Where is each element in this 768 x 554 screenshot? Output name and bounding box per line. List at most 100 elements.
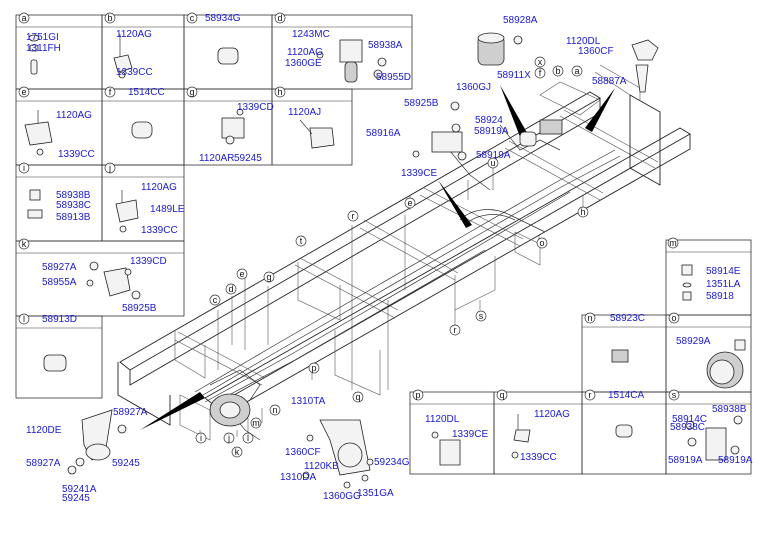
main-label-17: 59245 [62,493,90,504]
panel-p-part-0: 1120DL [425,414,460,425]
location-callout-l: l [242,432,254,444]
main-label-21: 1310DA [280,472,316,483]
location-callout-o: o [536,237,548,249]
location-callout-m: m [250,417,262,429]
panel-g-part-1: 1120AR [199,153,234,164]
location-callout-q: q [352,391,364,403]
location-callout-f: f [534,67,546,79]
panel-p-part-1: 1339CE [452,429,488,440]
main-label-14: 58927A [26,458,61,469]
panel-s-part-1: 58914C [672,414,707,425]
location-callout-t: t [295,235,307,247]
location-callout-e-2: e [404,197,416,209]
panel-d-part-1: 58938A [368,40,403,51]
location-callout-k: k [231,446,243,458]
detail-panels-left [15,14,413,399]
location-callout-i: i [195,432,207,444]
main-label-18: 1310TA [291,396,326,407]
panel-a-callout-letter: a [21,13,26,23]
location-callout-d: d [225,283,237,295]
panel-d-callout: d [274,12,286,24]
main-label-6: 58925B [404,98,439,109]
panel-part-drawings [24,34,746,466]
panel-d-part-0: 1243MC [292,29,330,40]
panel-q-part-0: 1120AG [534,409,570,420]
location-callout-a: a [571,65,583,77]
panel-g-callout: g [186,86,198,98]
main-label-24: 59234G [374,457,410,468]
location-callout-p-letter: p [311,363,316,373]
panel-b-callout: b [104,12,116,24]
main-label-20: 1120KB [304,461,339,472]
panel-d-callout-letter: d [277,13,282,23]
location-callout-l-letter: l [247,433,249,443]
panel-s-part-3: 58919A [668,455,703,466]
panel-s-callout-letter: s [672,390,677,400]
panel-h-callout: h [274,86,286,98]
location-callout-r-letter: r [352,211,355,221]
location-callout-e-letter: e [239,269,244,279]
panel-d-part-2: 1120AG [287,47,323,58]
panel-m-part-2: 58918 [706,291,734,302]
panel-s-part-0: 58938B [712,404,747,415]
panel-l-title: 58913D [42,314,77,325]
panel-e-part-1: 1339CC [58,149,95,160]
panel-j-part-1: 1489LE [150,204,185,215]
location-callout-u-letter: u [490,158,495,168]
location-callout-f-letter: f [539,68,542,78]
panel-b-part-0: 1120AG [116,29,152,40]
detail-panels-right [409,239,752,475]
panel-b-callout-letter: b [107,13,112,23]
location-callout-m-letter: m [252,418,260,428]
location-callout-r-2: r [449,324,461,336]
pointer-wedges [140,85,615,430]
main-label-4: 1360GJ [456,82,491,93]
main-label-1: 1120DL [566,36,601,47]
panel-n-title: 58923C [610,313,645,324]
location-callout-p: p [308,362,320,374]
main-components [67,32,659,489]
panel-k-part-1: 1339CD [130,256,167,267]
location-callout-e: e [236,268,248,280]
main-label-19: 1360CF [285,447,321,458]
panel-o-callout: o [668,312,680,324]
location-callout-u: u [487,157,499,169]
panel-r-title: 1514CA [608,390,644,401]
panel-g-callout-letter: g [189,87,194,97]
panel-a-part-1: 1311FH [26,43,61,54]
panel-i-part-0: 58938B [56,190,91,201]
location-callout-i-letter: i [200,433,202,443]
main-label-13: 1120DE [26,425,62,436]
panel-k-callout-letter: k [22,239,27,249]
location-callout-r: r [347,210,359,222]
location-callout-d-letter: d [228,284,233,294]
main-label-22: 1360GG [323,491,361,502]
location-callout-g: g [263,271,275,283]
panel-k-callout: k [18,238,30,250]
main-label-15: 59245 [112,458,140,469]
panel-l-callout-letter: l [23,314,25,324]
leader-lines [199,165,584,437]
location-callout-r-2-letter: r [454,325,457,335]
location-callout-e-2-letter: e [407,198,412,208]
panel-h-callout-letter: h [277,87,282,97]
panel-o-part-0: 58929A [676,336,711,347]
location-callout-h-letter: h [580,207,585,217]
panel-r-callout: r [584,389,596,401]
panel-j-callout-letter: j [108,163,111,173]
chassis-frame [117,64,691,441]
main-label-0: 58928A [503,15,538,26]
location-callout-k-letter: k [235,447,240,457]
panel-j-callout: j [104,162,116,174]
panel-g-part-2: 59245 [234,153,262,164]
panel-q-callout: q [496,389,508,401]
panel-e-part-0: 1120AG [56,110,92,121]
panel-k-part-3: 58925B [122,303,157,314]
panel-a-callout: a [18,12,30,24]
location-callout-t-letter: t [300,236,303,246]
panel-s-part-2: 58938C [670,422,705,433]
panel-c-callout: c [186,12,198,24]
panel-m-part-1: 1351LA [706,279,741,290]
panel-g-part-0: 1339CD [237,102,274,113]
